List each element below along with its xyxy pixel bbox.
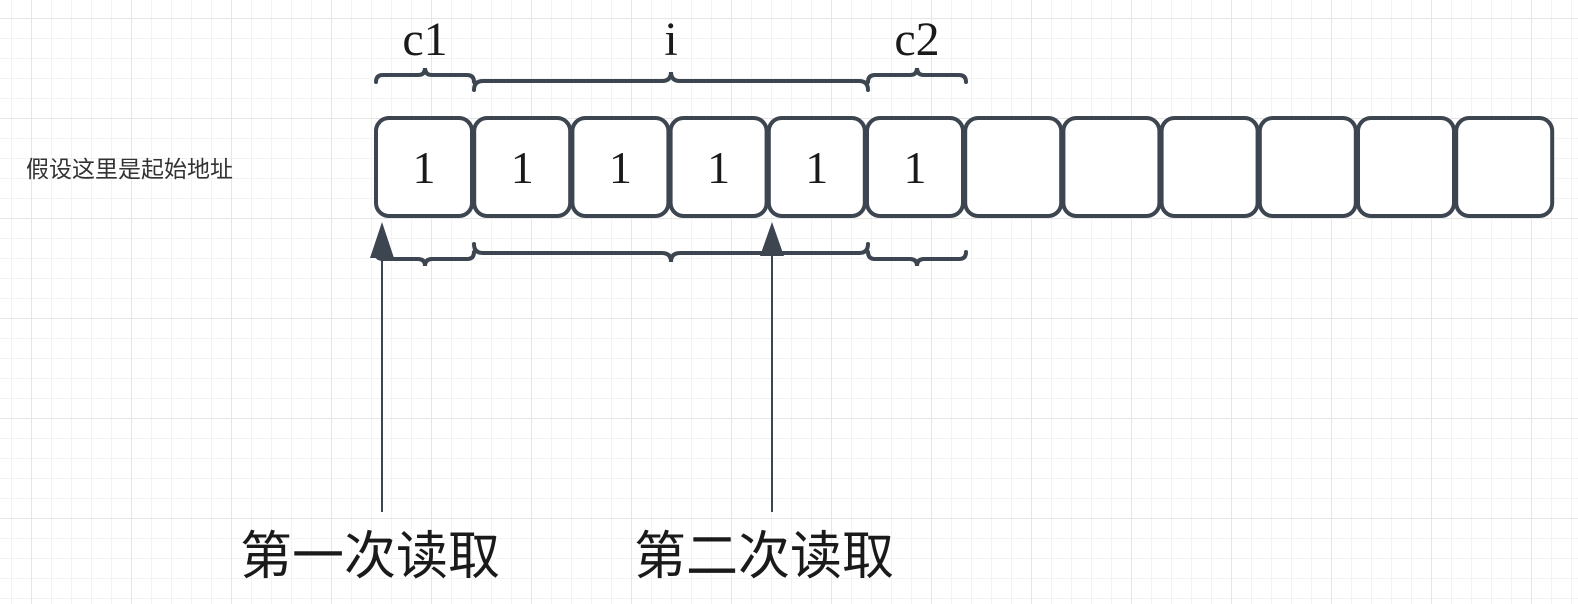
memory-cell-value: 1 [904,142,927,193]
memory-cell-value: 1 [609,142,632,193]
i-top-brace [472,71,870,92]
c2-bottom-brace [866,250,968,267]
c2-label: c2 [894,13,940,66]
first-read-arrow-head [370,222,394,258]
second-read-label: 第二次读取 [634,529,895,586]
memory-cell [570,116,671,218]
first-read-label: 第一次读取 [240,529,501,586]
c1-bottom-brace [374,250,476,267]
start-address-label: 假设这里是起始地址 [26,157,233,183]
c1-label: c1 [402,13,448,66]
second-read-arrow-head [760,222,784,256]
i-bottom-brace [472,242,870,263]
c1-top-brace [374,67,476,84]
memory-cell [963,116,1064,218]
memory-cell-value: 1 [805,142,828,193]
memory-cell [1257,116,1358,218]
memory-cell [865,116,965,218]
memory-cell [668,116,769,218]
memory-cell [1159,116,1260,218]
i-label: i [664,13,678,66]
memory-cell [1061,116,1162,218]
memory-cell [374,116,474,218]
c2-top-brace [866,67,968,84]
memory-cell-value: 1 [511,142,534,193]
memory-cell [766,116,867,218]
memory-cell [1454,116,1555,218]
memory-cells: 1 1 1 1 1 1 [374,116,1555,218]
memory-cell-value: 1 [413,142,436,193]
memory-cell-value: 1 [707,142,730,193]
memory-cell [1356,116,1456,218]
memory-cell [472,116,573,218]
